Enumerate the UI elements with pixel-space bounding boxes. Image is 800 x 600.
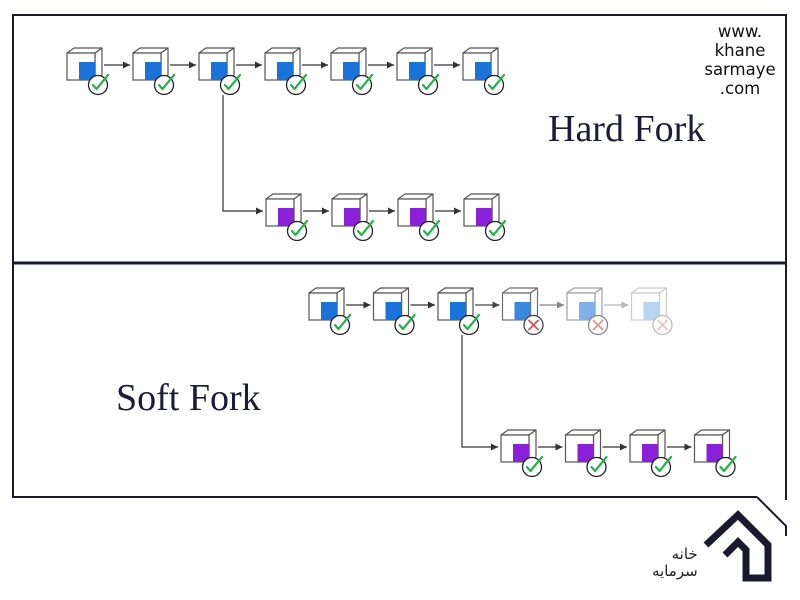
soft-fork-branch-block — [629, 429, 673, 478]
hard-fork-branch-connector — [222, 95, 263, 215]
hard-fork-main-block — [462, 47, 506, 96]
hard-fork-main-block — [132, 47, 176, 96]
soft-fork-title: Soft Fork — [116, 377, 261, 419]
website-watermark: www. khane sarmaye .com — [688, 22, 792, 98]
soft-fork-main-block — [308, 287, 352, 336]
valid-check-icon — [484, 219, 507, 242]
valid-check-icon — [458, 313, 481, 336]
watermark-line: sarmaye — [704, 60, 776, 79]
valid-check-icon — [87, 73, 110, 96]
valid-check-icon — [219, 73, 242, 96]
soft-fork-branch-block — [693, 429, 737, 478]
soft-fork-branch-block — [564, 429, 608, 478]
hard-fork-main-block — [264, 47, 308, 96]
invalid-cross-icon — [587, 314, 609, 336]
valid-check-icon — [285, 73, 308, 96]
valid-check-icon — [351, 73, 374, 96]
hard-fork-branch-block — [397, 193, 441, 242]
soft-fork-panel — [12, 263, 787, 500]
soft-fork-main-block — [372, 287, 416, 336]
soft-fork-branch-connector — [461, 335, 498, 451]
valid-check-icon — [394, 313, 416, 336]
hard-fork-branch-block — [463, 193, 507, 242]
valid-check-icon — [329, 313, 352, 336]
hard-fork-main-block — [330, 47, 374, 96]
soft-fork-main-block — [437, 287, 481, 336]
hard-fork-chains — [66, 47, 507, 242]
valid-check-icon — [521, 455, 544, 478]
soft-fork-main-block — [566, 287, 609, 336]
valid-check-icon — [715, 455, 737, 478]
watermark-line: khane — [714, 41, 766, 60]
hard-fork-title: Hard Fork — [548, 108, 706, 150]
valid-check-icon — [352, 219, 375, 242]
logo-text: خانه سرمایه — [652, 546, 698, 580]
logo-line: خانه — [671, 545, 698, 563]
soft-fork-chains — [308, 287, 737, 478]
valid-check-icon — [153, 73, 176, 96]
hard-fork-main-block — [66, 47, 110, 96]
watermark-line: www. — [717, 22, 763, 41]
valid-check-icon — [650, 455, 673, 478]
valid-check-icon — [418, 219, 441, 242]
hard-fork-branch-block — [265, 193, 309, 242]
logo-mark — [703, 496, 787, 582]
logo-line: سرمایه — [652, 562, 698, 580]
valid-check-icon — [586, 455, 608, 478]
hard-fork-main-block — [396, 47, 440, 96]
watermark-line: .com — [719, 79, 761, 98]
soft-fork-main-block — [630, 287, 673, 336]
hard-fork-branch-block — [331, 193, 375, 242]
valid-check-icon — [483, 73, 506, 96]
soft-fork-main-block — [501, 287, 544, 336]
soft-fork-branch-block — [500, 429, 544, 478]
valid-check-icon — [286, 219, 309, 242]
valid-check-icon — [417, 73, 440, 96]
invalid-cross-icon — [652, 314, 673, 336]
hard-fork-main-block — [198, 47, 242, 96]
invalid-cross-icon — [523, 314, 544, 336]
